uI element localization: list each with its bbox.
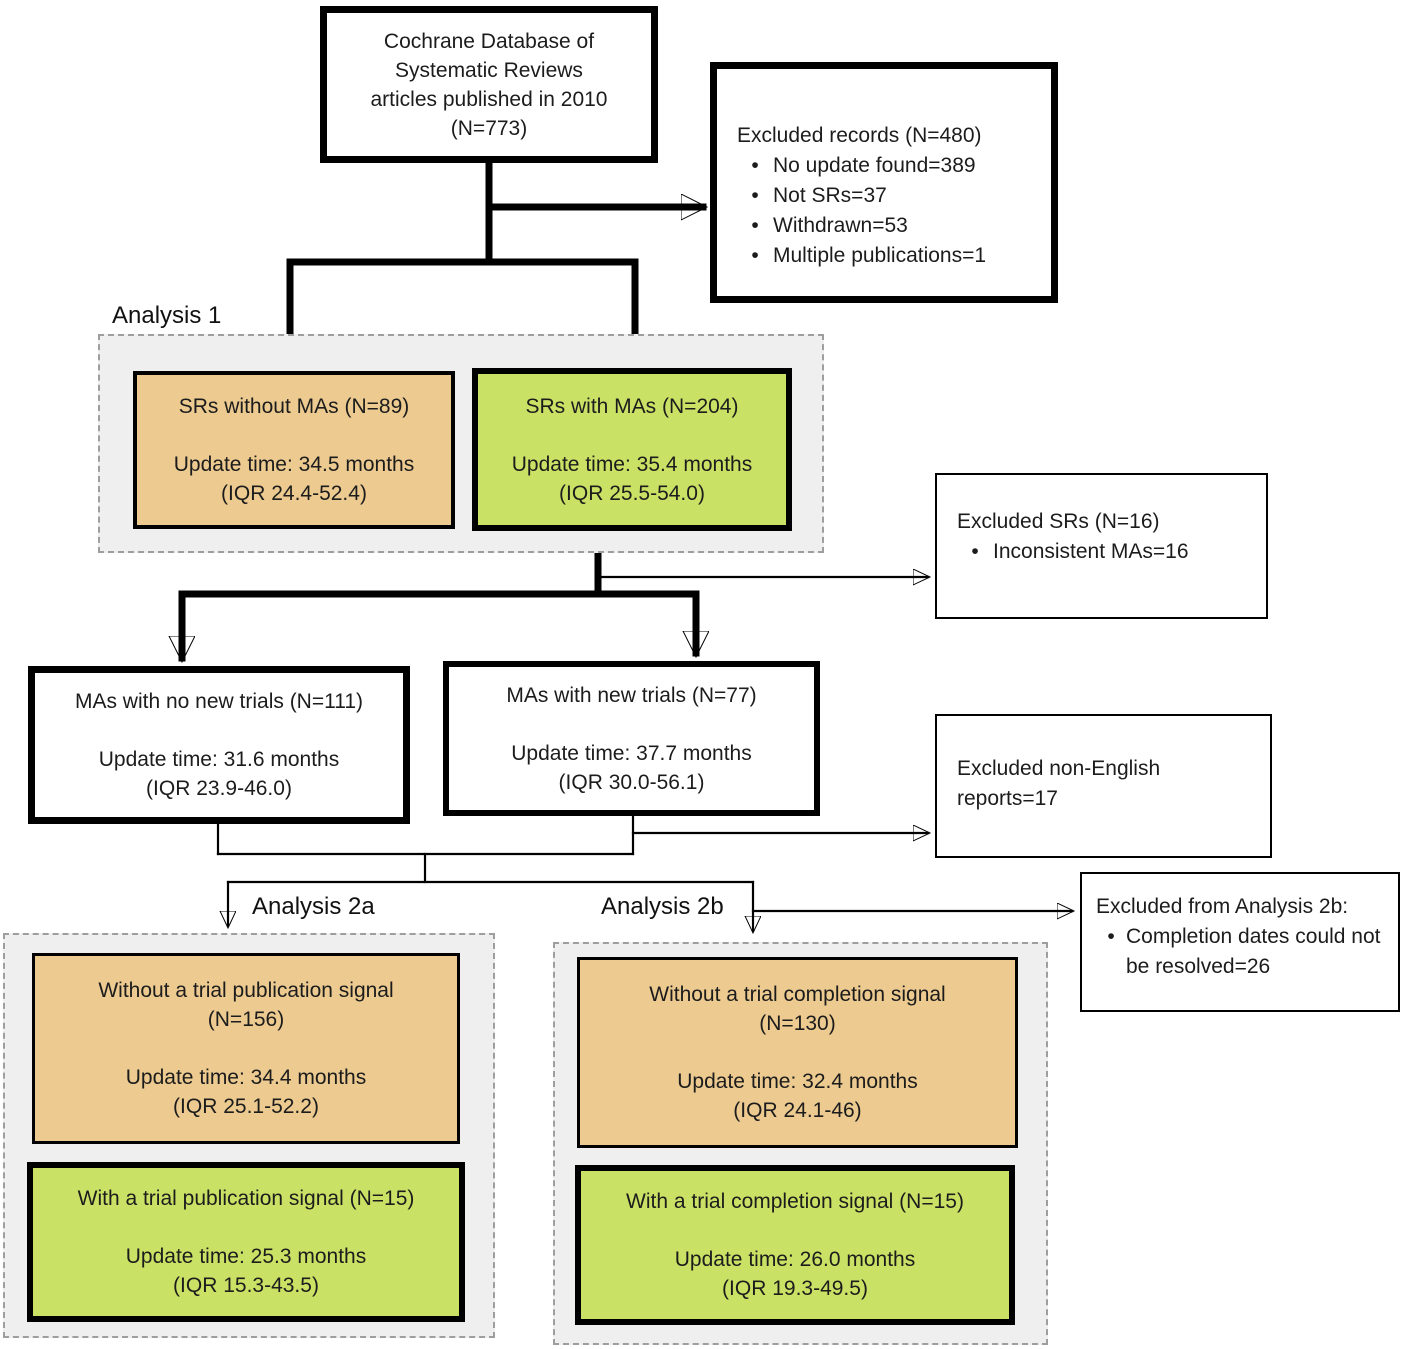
box-update-time: Update time: 34.5 months [173, 453, 415, 476]
list-item: Completion dates could not be resolved=2… [1096, 922, 1390, 982]
excluded-non-english-text: Excluded non-English reports=17 [957, 757, 1161, 810]
mas-new-trials-box: MAs with new trials (N=77) Update time: … [443, 661, 820, 816]
box-update-time: Update time: 34.4 months [125, 1066, 367, 1089]
srs-without-mas-box: SRs without MAs (N=89) Update time: 34.5… [133, 371, 455, 529]
box-update-time: Update time: 26.0 months [674, 1248, 916, 1271]
box-title: With a trial completion signal (N=15) [626, 1190, 964, 1213]
box-title: SRs without MAs (N=89) [178, 395, 410, 418]
list-item: No update found=389 [737, 151, 1041, 181]
excluded-analysis2b-box: Excluded from Analysis 2b: Completion da… [1080, 872, 1400, 1012]
box-update-time: Update time: 32.4 months [677, 1070, 918, 1093]
box-iqr: (IQR 25.1-52.2) [173, 1095, 319, 1118]
box-iqr: (IQR 19.3-49.5) [722, 1277, 868, 1300]
excluded-analysis2b-title: Excluded from Analysis 2b: [1096, 895, 1349, 918]
list-item: Inconsistent MAs=16 [957, 537, 1256, 567]
box-iqr: (IQR 15.3-43.5) [173, 1274, 319, 1297]
box-title-n: (N=130) [759, 1012, 836, 1035]
box-title: Without a trial completion signal [649, 983, 946, 1006]
source-line-2: Systematic Reviews [395, 58, 583, 82]
box-iqr: (IQR 24.1-46) [733, 1099, 862, 1122]
box-update-time: Update time: 37.7 months [511, 741, 752, 765]
source-box: Cochrane Database of Systematic Reviews … [320, 6, 658, 163]
excluded-non-english-box: Excluded non-English reports=17 [935, 714, 1272, 858]
box-update-time: Update time: 25.3 months [125, 1245, 367, 1268]
box-title: MAs with no new trials (N=111) [74, 690, 364, 713]
excluded-srs-title: Excluded SRs (N=16) [957, 510, 1160, 533]
list-item: Not SRs=37 [737, 181, 1041, 211]
excluded-analysis2b-list: Completion dates could not be resolved=2… [1096, 922, 1390, 982]
box-iqr: (IQR 25.5-54.0) [559, 481, 705, 505]
without-completion-signal-box: Without a trial completion signal (N=130… [577, 957, 1018, 1148]
box-iqr: (IQR 30.0-56.1) [558, 770, 705, 794]
with-completion-signal-box: With a trial completion signal (N=15) Up… [575, 1165, 1015, 1325]
analysis2b-label: Analysis 2b [601, 893, 724, 920]
excluded-records-box: Excluded records (N=480) No update found… [710, 62, 1058, 303]
excluded-records-title: Excluded records (N=480) [737, 124, 982, 147]
box-iqr: (IQR 24.4-52.4) [221, 482, 367, 505]
excluded-srs-list: Inconsistent MAs=16 [957, 537, 1256, 567]
box-title: MAs with new trials (N=77) [506, 683, 757, 707]
list-item: Withdrawn=53 [737, 211, 1041, 241]
excluded-srs-box: Excluded SRs (N=16) Inconsistent MAs=16 [935, 473, 1268, 619]
box-title: With a trial publication signal (N=15) [77, 1187, 415, 1210]
box-title: SRs with MAs (N=204) [525, 394, 739, 418]
srs-with-mas-box: SRs with MAs (N=204) Update time: 35.4 m… [472, 368, 792, 531]
list-item: Multiple publications=1 [737, 241, 1041, 271]
without-publication-signal-box: Without a trial publication signal (N=15… [32, 953, 460, 1144]
source-line-4: (N=773) [450, 116, 528, 140]
box-iqr: (IQR 23.9-46.0) [146, 777, 292, 800]
box-update-time: Update time: 31.6 months [98, 748, 340, 771]
source-line-1: Cochrane Database of [383, 29, 595, 53]
analysis1-label: Analysis 1 [112, 302, 222, 329]
box-title-n: (N=156) [207, 1008, 285, 1031]
box-title: Without a trial publication signal [98, 979, 394, 1002]
source-line-3: articles published in 2010 [370, 87, 608, 111]
with-publication-signal-box: With a trial publication signal (N=15) U… [27, 1162, 465, 1322]
box-update-time: Update time: 35.4 months [511, 452, 753, 476]
mas-no-new-trials-box: MAs with no new trials (N=111) Update ti… [28, 666, 410, 824]
analysis2a-label: Analysis 2a [252, 893, 375, 920]
excluded-records-list: No update found=389 Not SRs=37 Withdrawn… [737, 151, 1041, 271]
